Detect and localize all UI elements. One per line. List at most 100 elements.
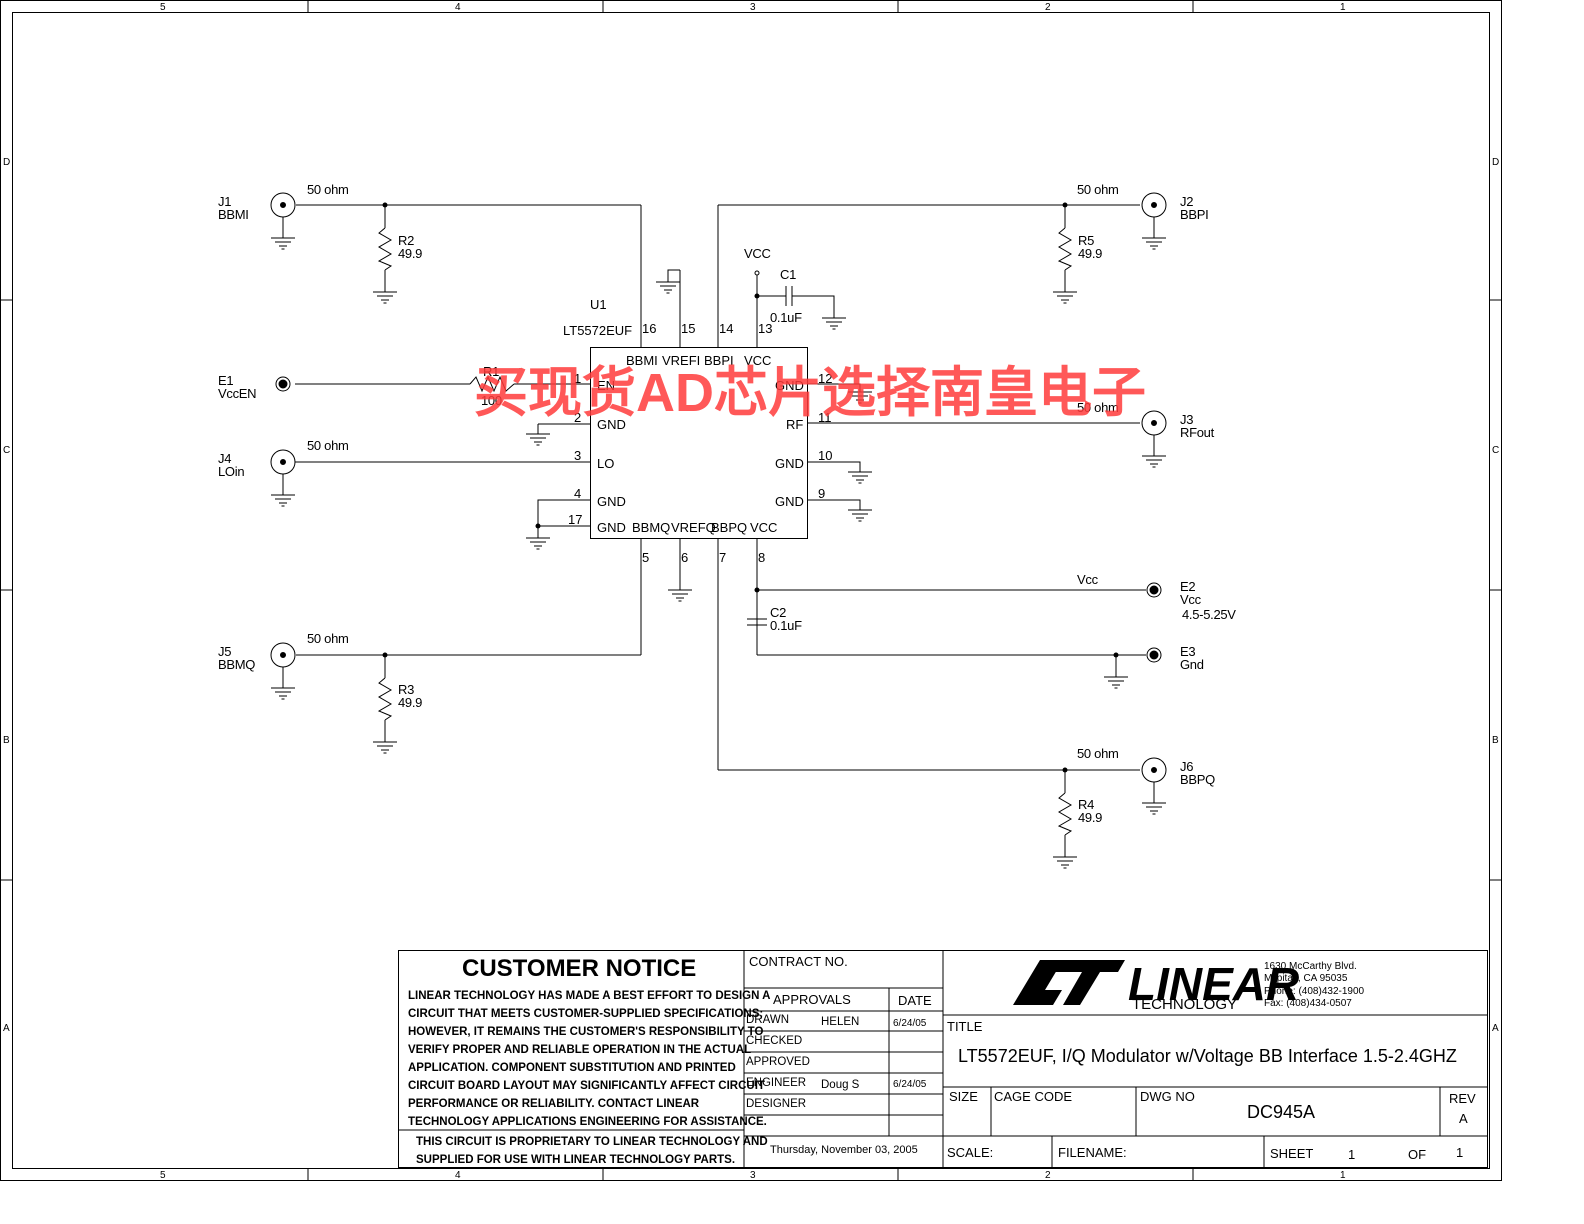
pin-name-lo: LO: [597, 456, 614, 471]
pin-num-3: 3: [574, 448, 581, 463]
pin-num-12: 12: [818, 371, 832, 386]
pin-num-10: 10: [818, 448, 832, 463]
sma-j1[interactable]: [270, 192, 296, 238]
r3-value: 49.9: [398, 695, 422, 710]
engineer-name: Doug S: [821, 1079, 860, 1091]
r5-ref: R5: [1078, 233, 1094, 248]
pin-num-1: 1: [574, 371, 581, 386]
notice-line-3: HOWEVER, IT REMAINS THE CUSTOMER'S RESPO…: [408, 1026, 763, 1038]
checked-label: CHECKED: [746, 1035, 802, 1047]
pin-name-gnd-4: GND: [597, 494, 626, 509]
of-label: OF: [1408, 1147, 1426, 1162]
turret-e3[interactable]: [1146, 647, 1162, 663]
e3-name: Gnd: [1180, 657, 1204, 672]
vcc-terminal-icon: [754, 270, 760, 276]
j3-line: 50 ohm: [1077, 400, 1119, 415]
pin-num-4: 4: [574, 486, 581, 501]
turret-e1[interactable]: [275, 376, 291, 392]
pin-num-2: 2: [574, 410, 581, 425]
rev-label: REV: [1449, 1091, 1476, 1106]
notice-line-7: PERFORMANCE OR RELIABILITY. CONTACT LINE…: [408, 1098, 700, 1110]
wire-vrefi-gnd: [667, 269, 680, 282]
j3-name: RFout: [1180, 425, 1215, 440]
approvals-label: APPROVALS: [773, 992, 851, 1007]
gnd-pin2-icon: [526, 433, 550, 446]
notice-line-2: CIRCUIT THAT MEETS CUSTOMER-SUPPLIED SPE…: [408, 1008, 763, 1020]
pin-name-bbmi: BBMI: [626, 353, 658, 368]
drawing-title: LT5572EUF, I/Q Modulator w/Voltage BB In…: [958, 1046, 1457, 1066]
gnd-j5-icon: [271, 687, 295, 700]
filename-label: FILENAME:: [1058, 1145, 1127, 1160]
company-subname: TECHNOLOGY: [1132, 996, 1237, 1013]
frame-row-b-right: B: [1492, 735, 1499, 746]
frame-row-a-right: A: [1492, 1023, 1499, 1034]
pin-name-gnd-2: GND: [597, 417, 626, 432]
j5-ref: J5: [218, 644, 231, 659]
sma-j3[interactable]: [1141, 410, 1167, 456]
notice-line-6: CIRCUIT BOARD LAYOUT MAY SIGNIFICANTLY A…: [408, 1080, 765, 1092]
capacitor-c2-symbol: [747, 618, 767, 626]
r1-value: 100: [481, 393, 502, 408]
r5-value: 49.9: [1078, 246, 1102, 261]
turret-e2[interactable]: [1146, 582, 1162, 598]
frame-row-a-left: A: [3, 1023, 10, 1034]
pin-num-8: 8: [758, 550, 765, 565]
notice-line-5: APPLICATION. COMPONENT SUBSTITUTION AND …: [408, 1062, 736, 1074]
pin-num-16: 16: [642, 321, 656, 336]
address-line-2: Milpitas, CA 95035: [1264, 973, 1348, 984]
c2-ref: C2: [770, 605, 786, 620]
drawing-frame: [0, 0, 1502, 1181]
e2-name: Vcc: [1180, 592, 1202, 607]
gnd-r5-icon: [1053, 291, 1077, 304]
sma-j6[interactable]: [1141, 757, 1167, 803]
address-line-3: Phone: (408)432-1900: [1264, 986, 1365, 997]
ic-u1-part: LT5572EUF: [563, 323, 632, 338]
junction-dots: [382, 202, 1119, 773]
frame-col-1-bottom: 1: [1340, 1170, 1346, 1181]
j2-ref: J2: [1180, 194, 1193, 209]
contract-label: CONTRACT NO.: [749, 954, 848, 969]
gnd-c1-icon: [822, 317, 846, 330]
sheet-label: SHEET: [1270, 1146, 1313, 1161]
gnd-j1-icon: [271, 237, 295, 250]
r2-ref: R2: [398, 233, 414, 248]
sheet-number: 1: [1348, 1147, 1355, 1162]
linear-logo-icon: [1013, 960, 1125, 1005]
pin-num-6: 6: [681, 550, 688, 565]
frame-col-5-bottom: 5: [160, 1170, 166, 1181]
frame-col-3-top: 3: [750, 2, 756, 13]
drawn-by: HELEN: [821, 1016, 859, 1028]
j4-line: 50 ohm: [307, 438, 349, 453]
capacitor-c1-symbol: [785, 286, 793, 306]
pin-num-5: 5: [642, 550, 649, 565]
frame-col-5-top: 5: [160, 2, 166, 13]
wire-pin12-gnd: [808, 383, 861, 392]
pin-name-rf: RF: [786, 417, 803, 432]
pin-name-gnd-10: GND: [775, 456, 804, 471]
notice-title: CUSTOMER NOTICE: [462, 955, 696, 982]
notice-line-1: LINEAR TECHNOLOGY HAS MADE A BEST EFFORT…: [408, 990, 770, 1002]
resistor-r4-symbol: [1057, 792, 1073, 836]
pin-num-15: 15: [681, 321, 695, 336]
c1-value: 0.1uF: [770, 310, 802, 325]
r1-ref: R1: [483, 364, 499, 379]
proprietary-line-2: SUPPLIED FOR USE WITH LINEAR TECHNOLOGY …: [416, 1154, 735, 1166]
pin-name-bbpq: BBPQ: [711, 520, 747, 535]
j1-ref: J1: [218, 194, 231, 209]
frame-col-1-top: 1: [1340, 2, 1346, 13]
address-line-1: 1630 McCarthy Blvd.: [1264, 961, 1357, 972]
pin-name-bbpi: BBPI: [704, 353, 734, 368]
gnd-j4-icon: [271, 494, 295, 507]
r3-ref: R3: [398, 682, 414, 697]
scale-label: SCALE:: [947, 1145, 993, 1160]
designer-label: DESIGNER: [746, 1098, 806, 1110]
sma-j4[interactable]: [270, 449, 296, 495]
pin-name-vcc-top: VCC: [744, 353, 771, 368]
vcc-net-label: Vcc: [1077, 572, 1099, 587]
e3-ref: E3: [1180, 644, 1195, 659]
gnd-r4-icon: [1053, 856, 1077, 869]
pin-name-vcc-bottom: VCC: [750, 520, 777, 535]
frame-col-3-bottom: 3: [750, 1170, 756, 1181]
sma-j5[interactable]: [270, 642, 296, 688]
sma-j2[interactable]: [1141, 192, 1167, 238]
